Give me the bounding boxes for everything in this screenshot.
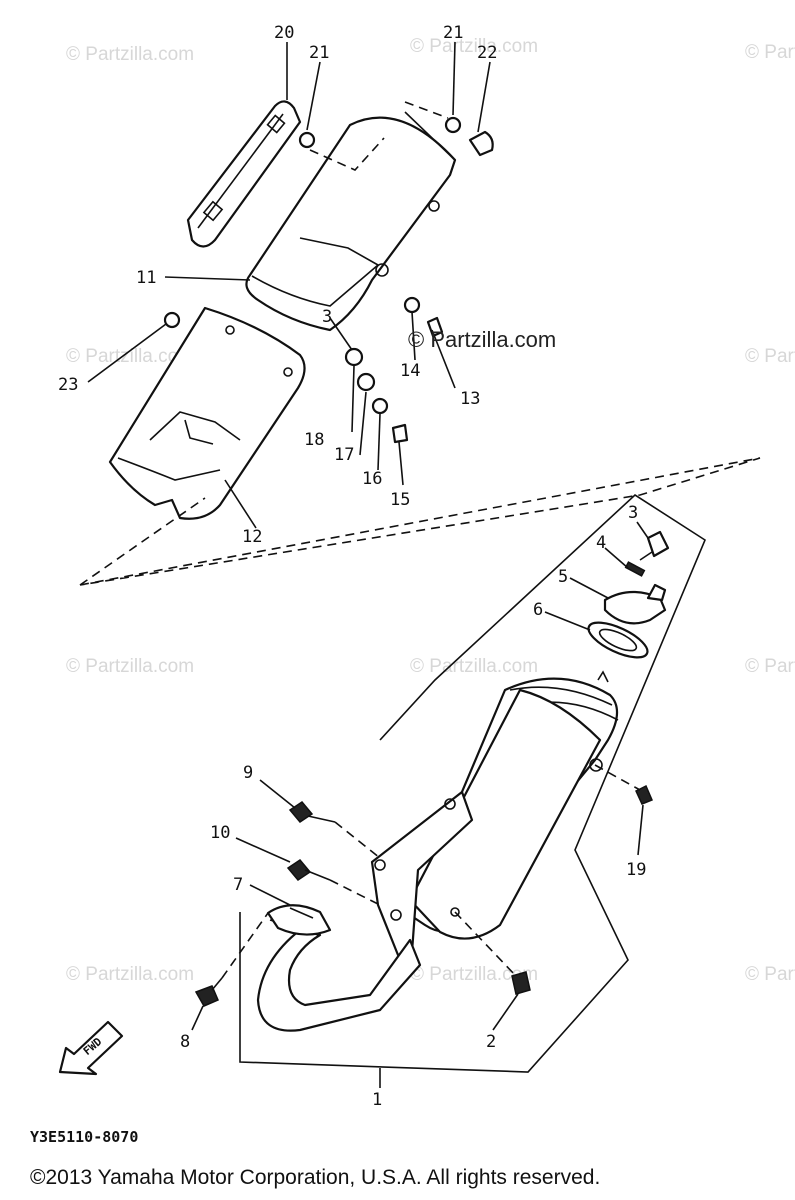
watermark: © Partzilla.com <box>745 964 795 985</box>
parts-3-6-end-cap <box>587 530 670 659</box>
callout-23: 23 <box>58 375 78 395</box>
callout-22: 22 <box>477 43 497 63</box>
watermark: © Partzilla.com <box>66 346 194 367</box>
callout-7: 7 <box>233 875 243 895</box>
callout-16: 16 <box>362 469 382 489</box>
callout-17: 17 <box>334 445 354 465</box>
watermark: © Partzilla.com <box>66 656 194 677</box>
watermark: © Partzilla.com <box>408 327 557 352</box>
watermark: © Partzilla.com <box>410 656 538 677</box>
watermark: © Partzilla.com <box>745 656 795 677</box>
group-separator-link <box>79 497 206 586</box>
part-11-main-cover <box>245 101 457 332</box>
watermark: © Partzilla.com <box>745 42 795 63</box>
callout-14: 14 <box>400 361 420 381</box>
callout-12: 12 <box>242 527 262 547</box>
callout-21: 21 <box>443 23 463 43</box>
callout-21: 21 <box>309 43 329 63</box>
callout-9: 9 <box>243 763 253 783</box>
watermark-layer: © Partzilla.com © Partzilla.com © Partzi… <box>66 36 795 985</box>
callout-11: 11 <box>136 268 156 288</box>
callout-13: 13 <box>460 389 480 409</box>
fwd-arrow-icon: FWD <box>58 1020 124 1076</box>
callout-15: 15 <box>390 490 410 510</box>
part-12-lower-cover <box>108 306 306 520</box>
watermark: © Partzilla.com <box>66 44 194 65</box>
callout-6: 6 <box>533 600 543 620</box>
dashed-lines-lower <box>221 493 706 1073</box>
callout-8: 8 <box>180 1032 190 1052</box>
callout-3: 3 <box>628 503 638 523</box>
callout-labels: 1 2 3 3 4 5 6 7 8 9 10 11 12 13 14 15 16… <box>58 23 646 1110</box>
fasteners-upper <box>163 116 494 444</box>
fasteners-lower <box>194 784 653 1007</box>
leader-lines-upper <box>87 41 491 529</box>
group-separator <box>79 457 761 586</box>
watermark: © Partzilla.com <box>410 36 538 57</box>
part-20-protector-bar <box>186 100 302 248</box>
leader-lines-lower <box>191 521 649 1088</box>
callout-3: 3 <box>322 307 332 327</box>
copyright-notice: ©2013 Yamaha Motor Corporation, U.S.A. A… <box>30 1166 601 1189</box>
callout-1: 1 <box>372 1090 382 1110</box>
callout-5: 5 <box>558 567 568 587</box>
callout-4: 4 <box>596 533 606 553</box>
callout-20: 20 <box>274 23 294 43</box>
watermark: © Partzilla.com <box>745 346 795 367</box>
callout-2: 2 <box>486 1032 496 1052</box>
part-1-muffler <box>256 670 619 1032</box>
watermark: © Partzilla.com <box>66 964 194 985</box>
watermark: © Partzilla.com <box>410 964 538 985</box>
diagram-code: Y3E5110-8070 <box>30 1128 139 1146</box>
callout-19: 19 <box>626 860 646 880</box>
callout-10: 10 <box>210 823 230 843</box>
callout-18: 18 <box>304 430 324 450</box>
